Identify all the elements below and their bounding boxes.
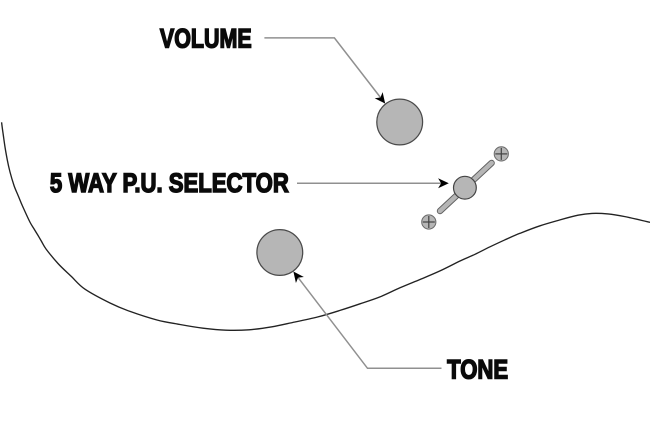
- svg-text:VOLUME: VOLUME: [160, 24, 252, 54]
- svg-text:5 WAY P.U. SELECTOR: 5 WAY P.U. SELECTOR: [50, 169, 289, 198]
- svg-text:TONE: TONE: [447, 356, 508, 385]
